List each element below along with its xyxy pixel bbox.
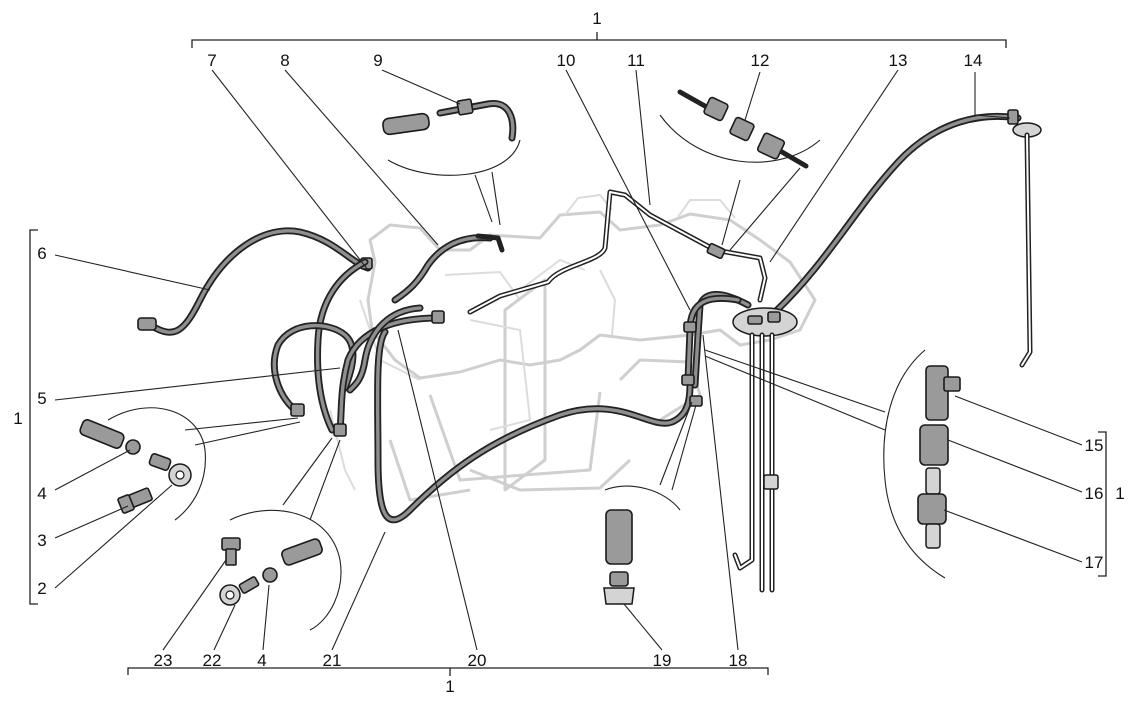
part-labels: 1 7 8 9 10 11 12 13 14 6 5 1 4 3 2 23 22… [13, 9, 1124, 696]
label-6: 6 [37, 244, 46, 263]
label-23: 23 [154, 651, 173, 670]
filler-pipe [1007, 109, 1042, 368]
detail-12 [659, 89, 821, 169]
hose-6 [137, 227, 373, 336]
label-18: 18 [729, 651, 748, 670]
label-3: 3 [37, 531, 46, 550]
label-21: 21 [323, 651, 342, 670]
detail-9 [382, 98, 521, 176]
label-9: 9 [373, 51, 382, 70]
hose-21 [374, 328, 694, 524]
label-5: 5 [37, 389, 46, 408]
label-22: 22 [203, 651, 222, 670]
label-14: 14 [964, 51, 983, 70]
label-12: 12 [751, 51, 770, 70]
label-19: 19 [653, 651, 672, 670]
hose-7 [314, 258, 369, 434]
label-16: 16 [1085, 484, 1104, 503]
tank-sensor-unit [681, 291, 798, 593]
assembly-brackets [29, 32, 1107, 676]
label-11: 11 [627, 51, 645, 70]
label-17: 17 [1085, 553, 1104, 572]
label-4-bottom: 4 [257, 651, 266, 670]
rigid-tube-top [467, 189, 768, 315]
label-assembly-left: 1 [13, 409, 22, 428]
label-13: 13 [889, 51, 908, 70]
label-4-left: 4 [37, 484, 46, 503]
label-assembly-right: 1 [1115, 484, 1124, 503]
detail-left-fittings [79, 407, 206, 521]
label-10: 10 [557, 51, 576, 70]
hose-20 [333, 304, 445, 437]
detail-right-fittings [883, 349, 961, 579]
label-assembly-top: 1 [592, 9, 601, 28]
detail-19 [603, 485, 681, 605]
hose-8 [391, 233, 505, 304]
label-2: 2 [37, 579, 46, 598]
label-7: 7 [207, 51, 216, 70]
detail-bottom-fittings [219, 509, 342, 631]
label-15: 15 [1085, 436, 1104, 455]
label-assembly-bottom: 1 [445, 677, 454, 696]
label-8: 8 [280, 51, 289, 70]
label-20: 20 [468, 651, 487, 670]
leader-lines [54, 69, 1083, 651]
hose-14 [771, 112, 1022, 316]
